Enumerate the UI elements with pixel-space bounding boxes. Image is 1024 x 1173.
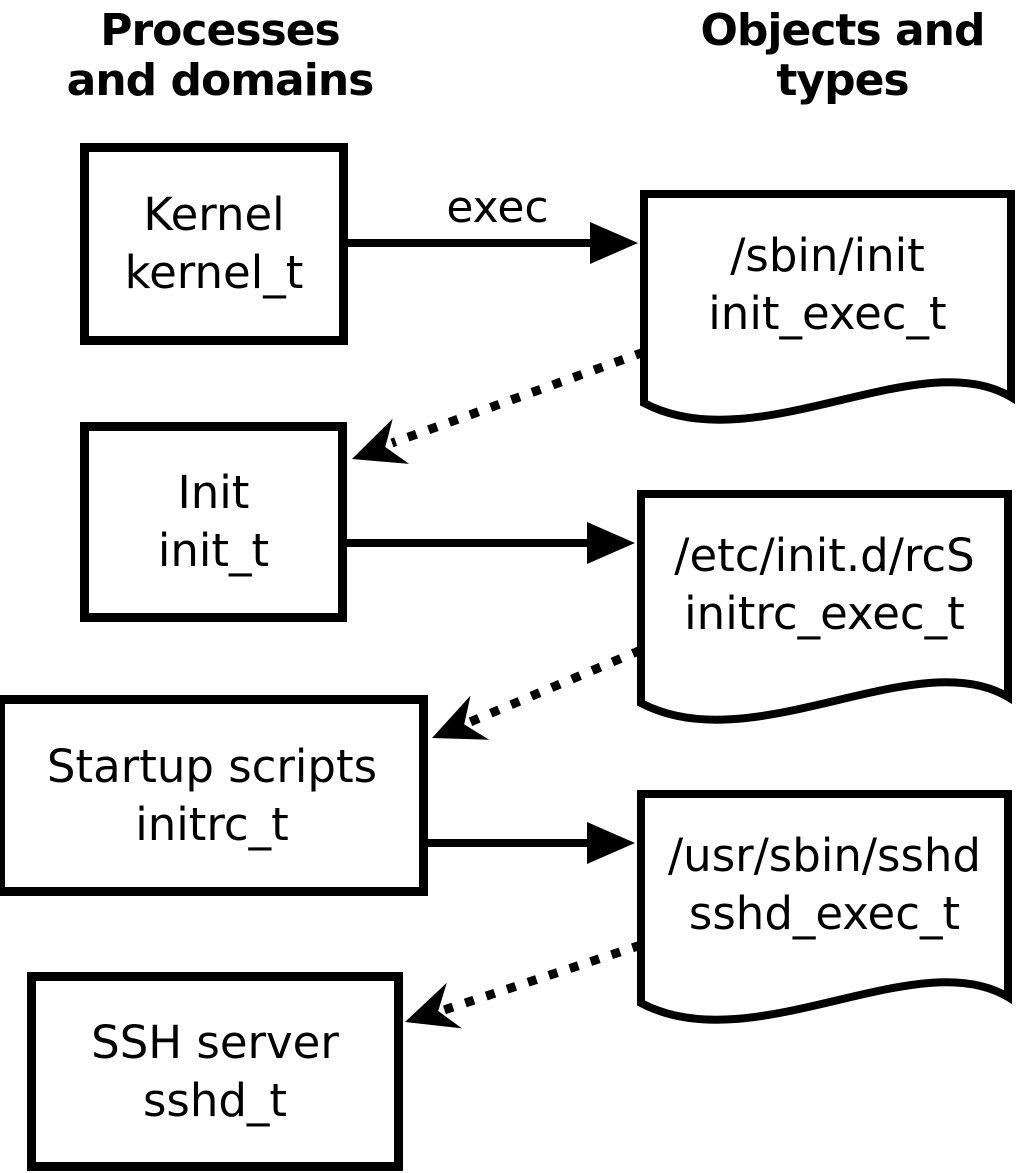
process-domain-type: init_t [157,524,270,577]
process-name: Startup scripts [46,739,378,793]
exec-edge-label: exec [446,182,549,233]
process-box-startup-scripts: Startup scripts initrc_t [0,695,428,896]
column-header-processes-line2: and domains [66,55,375,106]
document-shape-etc-initd-rcs [637,490,1012,724]
transition-arrow-sbin-init-to-init [352,347,646,464]
column-header-objects: Objects and types [655,6,1024,106]
exec-arrow-initrc-to-sshd [427,822,635,864]
document-shape-sbin-init [640,190,1015,424]
column-header-processes-line1: Processes [100,5,341,56]
process-name: SSH server [91,1015,339,1069]
exec-arrow-init-to-rcs [347,522,635,564]
column-header-objects-line1: Objects and [700,5,986,56]
process-name: Kernel [143,188,285,241]
column-header-objects-line2: types [776,55,909,106]
column-header-processes: Processes and domains [25,6,415,106]
transition-arrow-rcs-to-initrc [432,645,643,740]
process-box-ssh-server: SSH server sshd_t [27,972,403,1171]
exec-arrow-kernel-to-sbin-init [348,222,638,264]
process-name: Init [177,466,250,519]
transition-arrow-sshd-exec-to-sshd [405,940,643,1029]
process-domain-type: initrc_t [135,797,289,851]
document-shape-usr-sbin-sshd [637,790,1012,1024]
process-domain-type: sshd_t [142,1073,288,1127]
process-box-init: Init init_t [80,422,347,622]
process-box-kernel: Kernel kernel_t [80,143,348,345]
process-domain-type: kernel_t [124,246,304,299]
